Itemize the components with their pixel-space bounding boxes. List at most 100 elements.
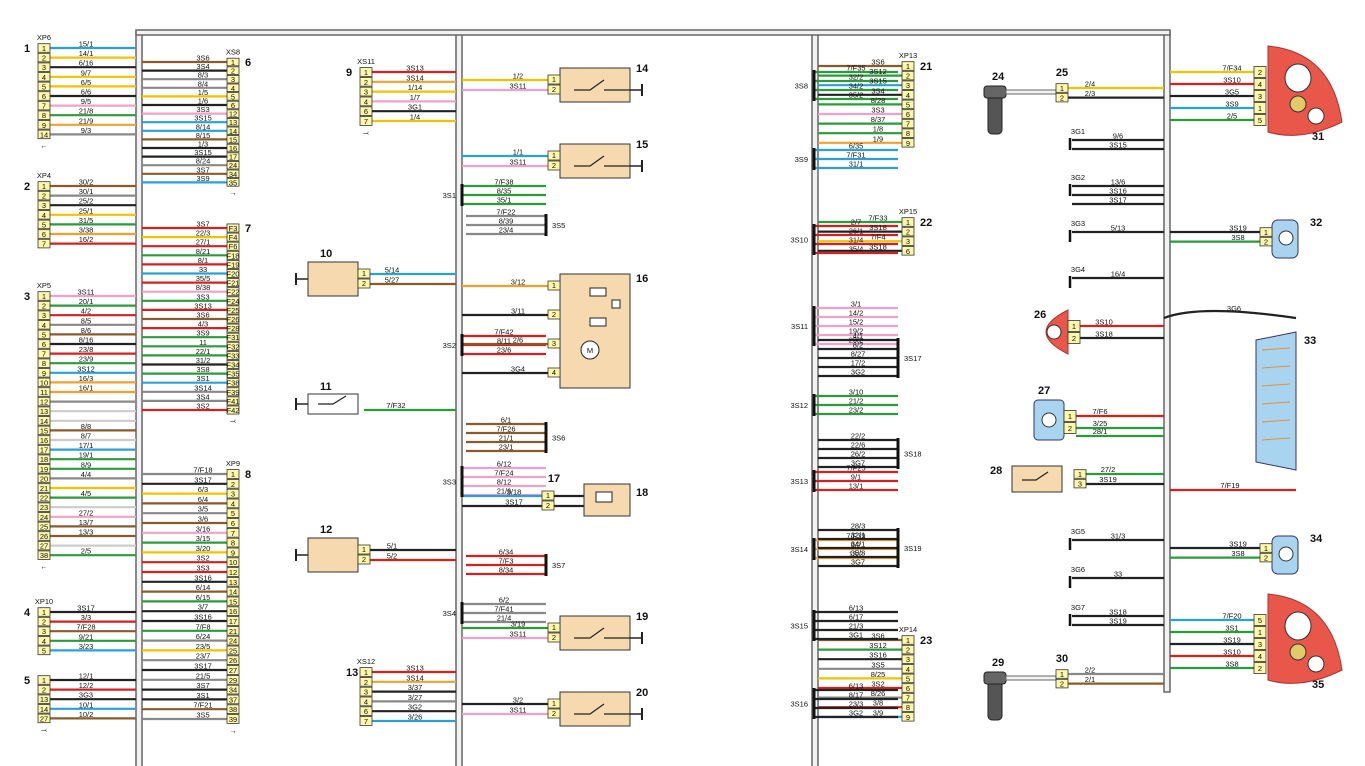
bulb-icon — [1289, 95, 1307, 113]
switch-icon — [574, 703, 630, 715]
wire-label: 13/2 — [849, 550, 864, 559]
wire-label: 3/1 — [851, 300, 861, 309]
connector-arrow: ← — [40, 562, 48, 571]
pin-label: 2 — [42, 192, 46, 201]
wire-label: 3S11 — [510, 158, 527, 167]
connector-arrow: ⤙ — [363, 128, 370, 137]
pin-label: 8 — [906, 129, 910, 138]
pin-label: 6 — [42, 92, 46, 101]
wire-label: 27/1 — [196, 238, 211, 247]
connector-pin-cell — [226, 66, 240, 75]
wire-label: 12/2 — [79, 681, 94, 690]
pin-label: 8 — [231, 539, 235, 548]
wire-label: 7/F38 — [494, 178, 513, 187]
connector-pin-cell — [359, 667, 373, 677]
item-number: 33 — [1304, 335, 1316, 347]
wire-label: 23/3 — [849, 700, 864, 709]
bulb-icon — [1041, 412, 1057, 428]
wire-label: 15/1 — [79, 40, 94, 49]
heater-element — [1261, 365, 1291, 369]
wire-label: 25/1 — [79, 206, 94, 215]
connector-pin-cell — [226, 83, 240, 92]
wire-label: 3S4 — [871, 86, 884, 95]
pin-label: 27 — [229, 666, 237, 675]
connector-pin-cell — [226, 537, 240, 548]
wire-label: 20/1 — [79, 297, 94, 306]
pin-label: 21 — [40, 484, 48, 493]
pin-label: F18 — [227, 251, 240, 260]
connector-pin-cell — [37, 694, 51, 704]
connector-pin-cell — [226, 305, 240, 315]
wire-label: 6/16 — [79, 59, 94, 68]
item-number: 15 — [636, 139, 648, 151]
connector-pin-cell — [226, 616, 240, 626]
connector-pin-cell — [901, 99, 915, 110]
connector-pin-cell — [37, 512, 51, 522]
pin-label: 1 — [552, 151, 556, 160]
connector-pin-cell — [357, 544, 371, 555]
connector-pin-cell — [357, 278, 371, 289]
wire-label: 7/F18 — [193, 466, 212, 475]
wire-label: 3G5 — [1225, 88, 1239, 97]
harness-trunk — [1163, 31, 1171, 693]
connector-pin-cell — [901, 217, 915, 227]
connector-pin-cell — [37, 229, 51, 239]
connector-pin-cell — [901, 138, 915, 148]
wire-label: 3S19 — [1223, 636, 1241, 645]
wire-label: 35/4 — [849, 245, 864, 254]
pin-label: 3 — [42, 311, 46, 320]
item-number: 30 — [1056, 653, 1068, 665]
wire-label: 7/F35 — [846, 64, 865, 73]
wire-label: 3S18 — [1109, 608, 1127, 617]
wire-label: 3S4 — [196, 392, 209, 401]
connector-pin-cell — [37, 454, 51, 464]
connector-pin-cell — [37, 62, 51, 72]
wire-label: 6/6 — [81, 88, 91, 97]
ground-label: 3G7 — [1071, 603, 1085, 612]
wire-label: 3S15 — [194, 114, 212, 123]
pin-label: 1 — [42, 182, 46, 191]
connector-pin-cell — [226, 369, 240, 379]
wire-label: 3/27 — [408, 693, 423, 702]
wire-label: 3G4 — [511, 365, 525, 374]
pin-label: 1 — [1060, 670, 1064, 679]
connector-pin-cell — [37, 81, 51, 92]
wire-label: 3S13 — [194, 301, 212, 310]
sensor-cable — [1005, 675, 1057, 681]
splice-label: 3S9 — [795, 155, 808, 164]
connector-pin-cell — [37, 190, 51, 201]
splice-3s3: 3S3 — [443, 466, 464, 497]
pin-label: 10 — [40, 378, 48, 387]
pin-label: 6 — [231, 101, 235, 110]
splice-3s15: 3S15 — [790, 610, 816, 641]
wire-label: 2/5 — [81, 547, 91, 556]
wire-label: 6/17 — [849, 613, 864, 622]
connector-pin-cell — [359, 86, 373, 97]
connector-pin-cell — [226, 378, 240, 388]
pin-label: 3 — [231, 75, 235, 84]
item-number: 13 — [346, 667, 358, 679]
wire-label: 23/6 — [497, 346, 512, 355]
wire-label: 23/1 — [499, 443, 514, 452]
connector-pin-cell — [547, 74, 561, 85]
wire-label: 9/6 — [1113, 132, 1123, 141]
connector-label: XP14 — [899, 625, 917, 634]
wire-label: 3/37 — [408, 683, 423, 692]
wire-label: 9/21 — [79, 632, 94, 641]
pin-label: 1 — [906, 636, 910, 645]
wire-label: 3S17 — [1109, 196, 1127, 205]
pin-label: F20 — [227, 270, 240, 279]
pin-label: 7 — [42, 240, 46, 249]
splice-3s13: 3S13 — [790, 470, 816, 492]
pin-label: 1 — [1264, 228, 1268, 237]
connector-pin-cell — [1063, 422, 1077, 434]
pin-label: 39 — [229, 715, 237, 724]
connector-pin-cell — [37, 444, 51, 455]
wire-label: 3S14 — [194, 383, 212, 392]
wire-label: 6/35 — [849, 142, 864, 151]
pin-label: F42 — [227, 406, 240, 415]
item-number: 5 — [24, 675, 30, 687]
